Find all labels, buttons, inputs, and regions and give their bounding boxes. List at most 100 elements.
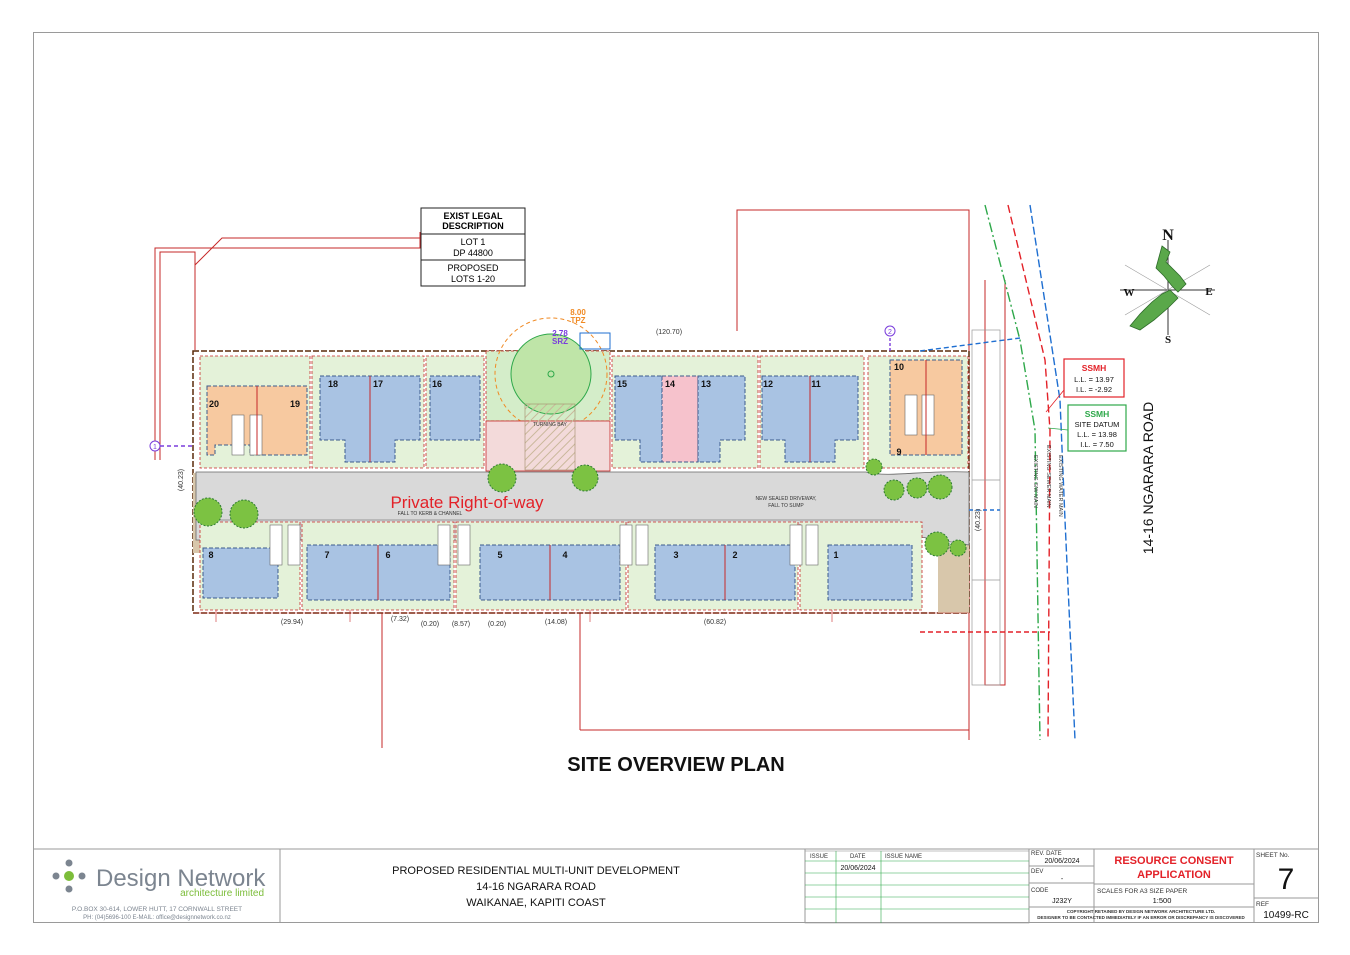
unit-label-15: 15 <box>617 379 627 389</box>
unit-label-3: 3 <box>673 550 678 560</box>
trees <box>193 458 967 557</box>
private-row-label: Private Right-of-way <box>390 493 544 512</box>
rev-date: 20/06/2024 <box>1044 858 1079 865</box>
code-label: CODE <box>1031 888 1048 894</box>
rev-date-label: REV. DATE <box>1031 851 1062 857</box>
tpz-value: 8.00 <box>570 308 586 317</box>
unit-label-11: 11 <box>811 379 821 389</box>
company-sub: architecture limited <box>180 888 264 899</box>
unit-label-13: 13 <box>701 379 711 389</box>
unit-label-20: 20 <box>209 399 219 409</box>
unit-label-7: 7 <box>324 550 329 560</box>
issue-name-header: ISSUE NAME <box>885 854 922 860</box>
project-line-3: WAIKANAE, KAPITI COAST <box>466 897 606 909</box>
road-name: 14-16 NGARARA ROAD <box>1140 402 1156 555</box>
service-label-sw: EXISTING S/W MAIN <box>1032 455 1038 508</box>
issue-date: 20/06/2024 <box>840 865 875 872</box>
legal-dp: DP 44800 <box>453 248 493 258</box>
ref-label: REF <box>1256 901 1269 908</box>
ssmh1-ll: L.L. = 13.97 <box>1074 375 1114 384</box>
ref-value: 10499-RC <box>1263 910 1309 921</box>
compass-e: E <box>1205 286 1212 298</box>
compass-w: W <box>1124 287 1135 299</box>
ssmh2-title: SSMH <box>1085 409 1110 419</box>
unit-13-block <box>697 375 746 463</box>
unit-label-8: 8 <box>208 550 213 560</box>
ssmh2-ll: L.L. = 13.98 <box>1077 430 1117 439</box>
meter-box <box>579 332 611 350</box>
unit-label-9: 9 <box>896 447 901 457</box>
date-header: DATE <box>850 854 866 860</box>
left-boundary-length: (40.23) <box>178 469 185 491</box>
sheet-label: SHEET No. <box>1256 852 1290 859</box>
ssmh1-il: I.L. = -2.92 <box>1076 385 1112 394</box>
right-boundary-length: (40.23) <box>975 509 982 531</box>
new-zealand-map <box>1129 245 1187 331</box>
sheet-number: 7 <box>1278 863 1295 896</box>
bottom-length-7: (60.82) <box>704 619 726 626</box>
unit-8-block <box>202 547 279 599</box>
compass-s: S <box>1165 334 1171 346</box>
unit-label-1: 1 <box>833 550 838 560</box>
plan-title: SITE OVERVIEW PLAN <box>567 754 784 776</box>
company-contact: PH: (04)5696-100 E-MAIL: office@designne… <box>83 915 231 921</box>
unit-label-5: 5 <box>497 550 502 560</box>
srz-value: 2.78 <box>552 329 568 338</box>
copyright-line-2: DESIGNER TO BE CONTACTED IMMEDIATELY IF … <box>1037 915 1245 920</box>
unit-label-6: 6 <box>385 550 390 560</box>
unit-label-17: 17 <box>373 379 383 389</box>
status-line-2: APPLICATION <box>1137 869 1211 881</box>
project-line-2: 14-16 NGARARA ROAD <box>476 881 596 893</box>
company-name: Design Network <box>96 865 266 892</box>
issue-table <box>804 850 1030 924</box>
tpz-label: TPZ <box>570 316 585 325</box>
legal-heading-2: DESCRIPTION <box>442 221 504 231</box>
srz-label: SRZ <box>552 337 568 346</box>
section-marker-1: 1 <box>153 444 157 451</box>
unit-14-block <box>661 375 699 463</box>
section-marker-2-circle <box>884 325 896 337</box>
top-boundary-length: (120.70) <box>656 329 682 336</box>
code-value: J232Y <box>1052 898 1072 905</box>
ssmh2-il: I.L. = 7.50 <box>1080 440 1114 449</box>
kerb-note: FALL TO KERB & CHANNEL <box>398 511 463 517</box>
bottom-length-4: (8.57) <box>452 621 470 628</box>
legal-description-box <box>420 207 526 287</box>
scale-value: 1:500 <box>1153 896 1172 905</box>
bottom-length-6: (14.08) <box>545 619 567 626</box>
parking-bays <box>231 394 935 566</box>
bottom-length-3: (0.20) <box>421 621 439 628</box>
driveway-note-2: FALL TO SUMP <box>768 503 804 509</box>
unit-1-block <box>827 544 913 601</box>
bottom-length-2: (7.32) <box>391 616 409 623</box>
company-address: P.O.BOX 30-614, LOWER HUTT, 17 CORNWALL … <box>72 906 242 913</box>
unit-label-16: 16 <box>432 379 442 389</box>
status-line-1: RESOURCE CONSENT <box>1114 855 1233 867</box>
bottom-dimension-line <box>193 610 969 622</box>
tree-canopy <box>510 333 592 415</box>
scale-label: SCALES FOR A3 SIZE PAPER <box>1097 888 1187 895</box>
tree-trunk <box>547 370 555 378</box>
legal-proposed-2: LOTS 1-20 <box>451 274 495 284</box>
dev-value: - <box>1061 876 1064 883</box>
unit-label-10: 10 <box>894 362 904 372</box>
inter-unit-walls <box>256 360 927 600</box>
unit-label-19: 19 <box>290 399 300 409</box>
turning-bay-label: TURNING BAY <box>533 422 567 428</box>
issue-header: ISSUE <box>810 854 828 860</box>
turning-bay-hatch <box>524 403 576 471</box>
unit-label-18: 18 <box>328 379 338 389</box>
legal-heading-1: EXIST LEGAL <box>443 211 503 221</box>
unit-15-block <box>614 375 663 463</box>
service-label-sewer: EXISTING SEWER MAIN <box>1045 445 1051 508</box>
company-logo-icon <box>52 859 86 893</box>
service-label-water: EXISTING WATER MAIN <box>1057 455 1063 517</box>
bottom-length-5: (0.20) <box>488 621 506 628</box>
compass-n: N <box>1162 227 1174 244</box>
unit-16-block <box>429 375 481 441</box>
legal-lot: LOT 1 <box>461 237 486 247</box>
project-line-1: PROPOSED RESIDENTIAL MULTI-UNIT DEVELOPM… <box>392 865 680 877</box>
unit-label-14: 14 <box>665 379 675 389</box>
unit-label-12: 12 <box>763 379 773 389</box>
